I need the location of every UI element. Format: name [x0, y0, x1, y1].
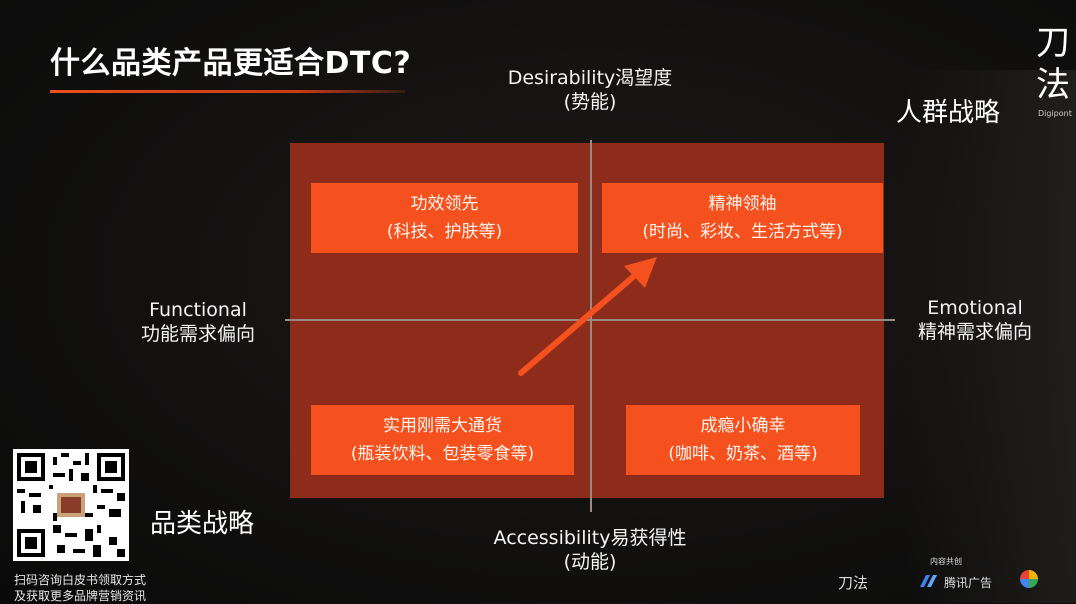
brand-logo: 刀 法: [1036, 22, 1076, 106]
co-creation-label: 内容共创: [930, 557, 962, 566]
qr-caption-line1: 扫码咨询白皮书领取方式: [14, 573, 147, 587]
quadrant-top-left: 功效领先 (科技、护肤等): [311, 183, 578, 253]
footer-logo-daofa: 刀法: [838, 574, 869, 592]
partner-logo-icon: [1020, 570, 1038, 588]
axis-label-bottom-sub: (动能): [563, 551, 617, 573]
quadrant-bottom-left: 实用刚需大通货 (瓶装饮料、包装零食等): [311, 405, 574, 475]
axis-label-right: Emotional 精神需求偏向: [905, 296, 1045, 344]
right-side-panel: [905, 70, 1076, 603]
vertical-axis-line: [590, 140, 592, 512]
axis-label-top: Desirability渴望度 (势能): [480, 66, 700, 114]
brand-logo-char-2: 法: [1036, 65, 1070, 105]
tencent-ads-icon: [920, 574, 940, 587]
axis-label-left-main: Functional: [149, 299, 247, 321]
quadrant-top-right: 精神领袖 (时尚、彩妆、生活方式等): [602, 183, 883, 253]
quadrant-examples: (科技、护肤等): [386, 222, 503, 242]
category-strategy-label: 品类战略: [150, 509, 255, 539]
qr-caption: 扫码咨询白皮书领取方式 及获取更多品牌营销资讯: [14, 572, 146, 604]
quadrant-bottom-right: 成瘾小确幸 (咖啡、奶茶、酒等): [626, 405, 860, 475]
title-underline: [50, 90, 405, 93]
quadrant-title: 成瘾小确幸: [700, 416, 786, 436]
quadrant-examples: (瓶装饮料、包装零食等): [350, 444, 535, 464]
qr-code-pattern: [17, 453, 125, 557]
axis-label-left: Functional 功能需求偏向: [128, 298, 268, 346]
axis-label-right-main: Emotional: [927, 297, 1023, 319]
qr-caption-line2: 及获取更多品牌营销资讯: [14, 589, 147, 603]
brand-sub-label: Digipont: [1038, 109, 1072, 118]
quadrant-title: 精神领袖: [708, 194, 777, 214]
quadrant-title: 功效领先: [410, 194, 479, 214]
quadrant-examples: (咖啡、奶茶、酒等): [668, 444, 818, 464]
axis-label-bottom-main: Accessibility易获得性: [493, 527, 687, 549]
axis-label-top-main: Desirability渴望度: [507, 67, 673, 89]
quadrant-examples: (时尚、彩妆、生活方式等): [642, 222, 843, 242]
axis-label-top-sub: (势能): [563, 91, 617, 113]
crowd-strategy-label: 人群战略: [896, 98, 1001, 128]
arrow-shaft: [518, 268, 643, 376]
brand-logo-char-1: 刀: [1036, 23, 1070, 63]
quadrant-title: 实用刚需大通货: [383, 416, 502, 436]
axis-label-bottom: Accessibility易获得性 (动能): [470, 526, 710, 574]
axis-label-right-sub: 精神需求偏向: [917, 321, 1032, 343]
footer-logo-tencent-ads: 腾讯广告: [944, 576, 993, 590]
axis-label-left-sub: 功能需求偏向: [140, 323, 255, 345]
arrow-head: [624, 257, 657, 288]
qr-code[interactable]: [13, 449, 129, 561]
page-title: 什么品类产品更适合DTC?: [50, 46, 412, 81]
